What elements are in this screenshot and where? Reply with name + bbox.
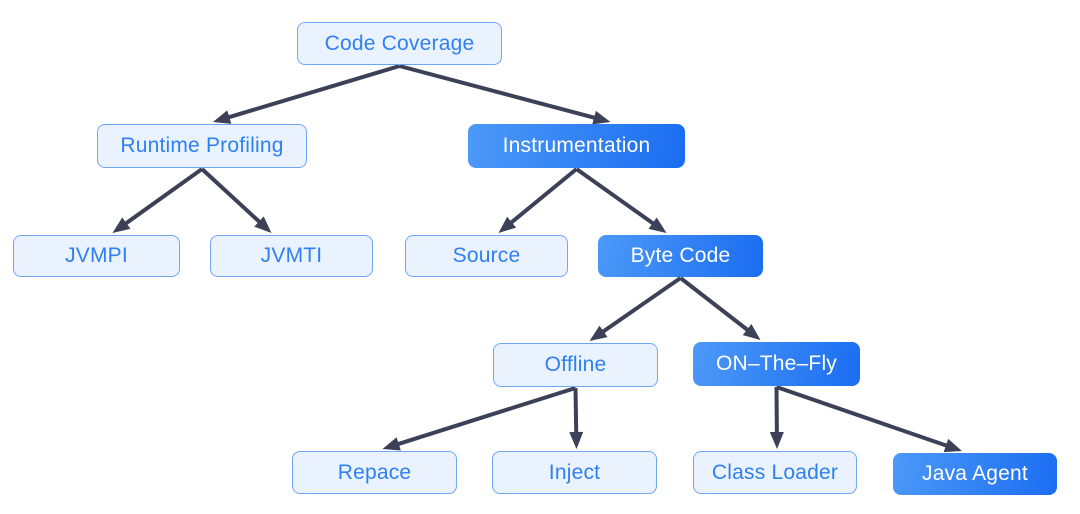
arrowhead-byte-code-to-on-the-fly (742, 324, 761, 340)
arrowhead-on-the-fly-to-class-loader (769, 431, 784, 449)
edge-runtime-profiling-to-jvmti (200, 167, 265, 228)
node-java-agent: Java Agent (893, 453, 1057, 495)
node-label-instrumentation: Instrumentation (502, 134, 651, 157)
node-code-coverage: Code Coverage (297, 22, 502, 65)
node-jvmti: JVMTI (210, 235, 373, 277)
node-label-source: Source (452, 244, 521, 267)
node-label-inject: Inject (548, 460, 601, 484)
arrowhead-runtime-profiling-to-jvmpi (112, 217, 131, 233)
node-repace: Repace (292, 451, 457, 494)
node-label-code-coverage: Code Coverage (324, 31, 475, 55)
node-runtime-profiling: Runtime Profiling (97, 124, 307, 168)
node-label-offline: Offline (544, 353, 607, 376)
arrowhead-code-coverage-to-instrumentation (592, 110, 611, 125)
node-offline: Offline (493, 343, 658, 387)
node-jvmpi: JVMPI (13, 235, 180, 277)
node-label-jvmti: JVMTI (260, 244, 323, 267)
arrowhead-instrumentation-to-source (498, 216, 517, 233)
arrowhead-on-the-fly-to-java-agent (943, 438, 962, 453)
arrowhead-runtime-profiling-to-jvmti (254, 216, 272, 233)
node-label-byte-code: Byte Code (630, 244, 731, 267)
arrowhead-instrumentation-to-byte-code (648, 217, 667, 233)
node-label-java-agent: Java Agent (922, 462, 1028, 485)
edge-on-the-fly-to-java-agent (775, 385, 953, 450)
edge-byte-code-to-offline (597, 276, 682, 337)
node-label-runtime-profiling: Runtime Profiling (120, 134, 284, 157)
node-on-the-fly: ON–The–Fly (693, 342, 860, 386)
node-inject: Inject (492, 451, 657, 494)
edge-code-coverage-to-runtime-profiling (222, 64, 401, 121)
node-label-jvmpi: JVMPI (65, 244, 128, 267)
node-source: Source (405, 235, 568, 277)
edge-offline-to-repace (392, 386, 577, 448)
node-label-on-the-fly: ON–The–Fly (715, 352, 838, 375)
edge-offline-to-inject (573, 387, 579, 439)
edge-code-coverage-to-instrumentation (398, 64, 601, 122)
edge-runtime-profiling-to-jvmpi (120, 167, 204, 229)
node-class-loader: Class Loader (693, 451, 857, 494)
arrowhead-byte-code-to-offline (589, 325, 608, 341)
arrowhead-offline-to-inject (569, 431, 584, 449)
arrowhead-offline-to-repace (382, 437, 401, 451)
arrowhead-code-coverage-to-runtime-profiling (213, 110, 232, 124)
node-instrumentation: Instrumentation (468, 124, 685, 168)
node-label-repace: Repace (337, 460, 412, 484)
edge-byte-code-to-on-the-fly (679, 276, 754, 335)
edge-instrumentation-to-source (505, 167, 578, 228)
node-byte-code: Byte Code (598, 235, 763, 277)
edge-instrumentation-to-byte-code (575, 167, 659, 229)
node-label-class-loader: Class Loader (711, 460, 839, 484)
